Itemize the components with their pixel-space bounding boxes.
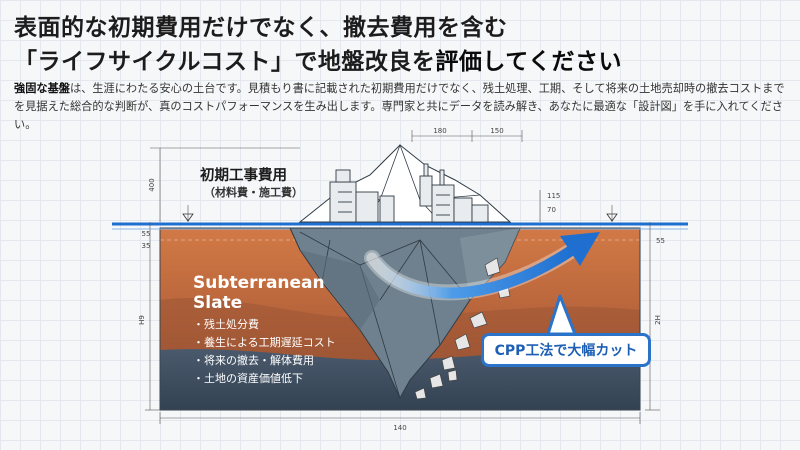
cpp-callout-text: CPP工法で大幅カット	[494, 343, 638, 359]
dim-right-small-c: 55	[656, 237, 665, 245]
page-title-line-2-main: 「ライフサイクルコスト」で地盤改良を	[14, 49, 436, 75]
description-paragraph: 強固な基盤は、生涯にわたる安心の土台です。見積もり書に記載された初期費用だけでな…	[14, 80, 789, 134]
dim-top-a: 180	[433, 127, 446, 135]
slate-title-line-1: Subterranean	[193, 273, 325, 293]
initial-cost-title: 初期工事費用	[200, 166, 287, 184]
page-title-line-1: 表面的な初期費用だけでなく、撤去費用を含む	[14, 15, 508, 41]
surface-buildings	[329, 163, 489, 223]
description-body: は、生涯にわたる安心の土台です。見積もり書に記載された初期費用だけでなく、残土処…	[14, 82, 785, 131]
dim-bottom: 140	[393, 424, 406, 432]
hidden-cost-item: ・将来の撤去・解体費用	[193, 353, 314, 367]
dim-left-depth: H9	[138, 315, 146, 325]
hidden-cost-item: ・養生による工期遅延コスト	[193, 335, 336, 349]
dimension-labels: 180 150 140 400 H9 55 35 115 70 55 2H	[138, 127, 665, 432]
initial-cost-subtitle: （材料費・施工費）	[204, 185, 303, 199]
level-markers	[182, 213, 618, 222]
hidden-cost-item: ・残土処分費	[193, 317, 259, 331]
dim-top-b: 150	[490, 127, 503, 135]
reduction-arrow	[364, 232, 600, 301]
dim-right-depth: 2H	[654, 315, 662, 325]
cpp-callout: CPP工法で大幅カット	[481, 333, 651, 367]
hidden-cost-item: ・土地の資産価値低下	[193, 372, 303, 385]
dim-left-height: 400	[148, 178, 156, 191]
page-title-line-2: 「ライフサイクルコスト」で地盤改良を評価してください	[14, 42, 622, 76]
dim-right-small-a: 115	[547, 192, 560, 200]
page-title-line-2-emphasis: 評価してください	[435, 49, 623, 75]
dim-left-small-b: 35	[142, 242, 151, 250]
rock-fragments	[414, 257, 511, 400]
slate-title-line-2: Slate	[193, 293, 242, 313]
dimension-lines	[145, 130, 660, 424]
dim-right-small-b: 70	[547, 206, 556, 214]
description-lead: 強固な基盤	[14, 82, 70, 95]
dim-left-small-a: 55	[142, 230, 151, 238]
